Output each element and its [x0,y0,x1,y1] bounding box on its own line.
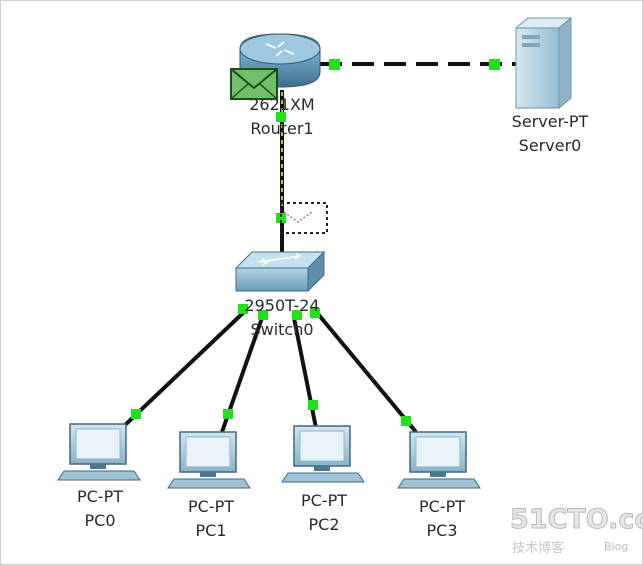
cable-switch-pc3[interactable] [316,312,418,434]
watermark-sub: 技术博客 [512,540,564,556]
server-device[interactable]: Server-PT Server0 [512,16,589,155]
pc2-device[interactable]: PC-PT PC2 [281,425,365,534]
pc0-name-label: PC0 [85,511,116,530]
pc3-model-label: PC-PT [419,497,465,516]
switch-name-label: Switch0 [250,320,313,339]
pc-icon [281,425,365,483]
link-light-switch-pc0-b [131,409,141,419]
link-light-switch-pc1-a [258,310,268,320]
switch-icon [234,250,326,293]
link-light-switch-pc3-a [310,308,320,318]
link-light-switch-pc0-a [238,304,248,314]
pc2-model-label: PC-PT [301,491,347,510]
pc1-model-label: PC-PT [188,497,234,516]
pc3-name-label: PC3 [427,521,458,540]
watermark-brand: 51CTO.com [510,504,643,535]
link-light-switch-pc3-b [401,416,411,426]
watermark-blog: Blog [604,540,628,553]
pc1-name-label: PC1 [196,521,227,540]
link-light-switch-pc2-a [292,310,302,320]
switch-model-label: 2950T-24 [244,296,319,315]
link-light-router-switch-a [276,112,286,122]
link-light-router-server-b [489,59,500,70]
link-lights [131,59,500,426]
pc-icon [57,423,141,481]
server-name-label: Server0 [519,136,582,155]
pc0-device[interactable]: PC-PT PC0 [57,423,141,530]
pc0-model-label: PC-PT [77,487,123,506]
server-icon [514,16,573,110]
link-light-switch-pc2-b [308,400,318,410]
watermark: 51CTO.com 技术博客 Blog [510,504,643,557]
pdu-transit-icon [280,202,328,234]
link-light-router-server-a [329,59,340,70]
link-light-switch-pc1-b [223,409,233,419]
pc-icon [167,431,251,489]
cable-switch-pc0[interactable] [122,310,246,428]
router-name-label: Router1 [250,119,313,138]
link-light-router-switch-b [276,213,286,223]
server-model-label: Server-PT [512,112,589,131]
pc-icon [397,431,481,489]
pc1-device[interactable]: PC-PT PC1 [167,431,251,540]
pdu-envelope-icon[interactable] [230,68,278,100]
pc3-device[interactable]: PC-PT PC3 [397,431,481,540]
switch-device[interactable]: 2950T-24 Switch0 [234,250,326,339]
pc2-name-label: PC2 [309,515,340,534]
